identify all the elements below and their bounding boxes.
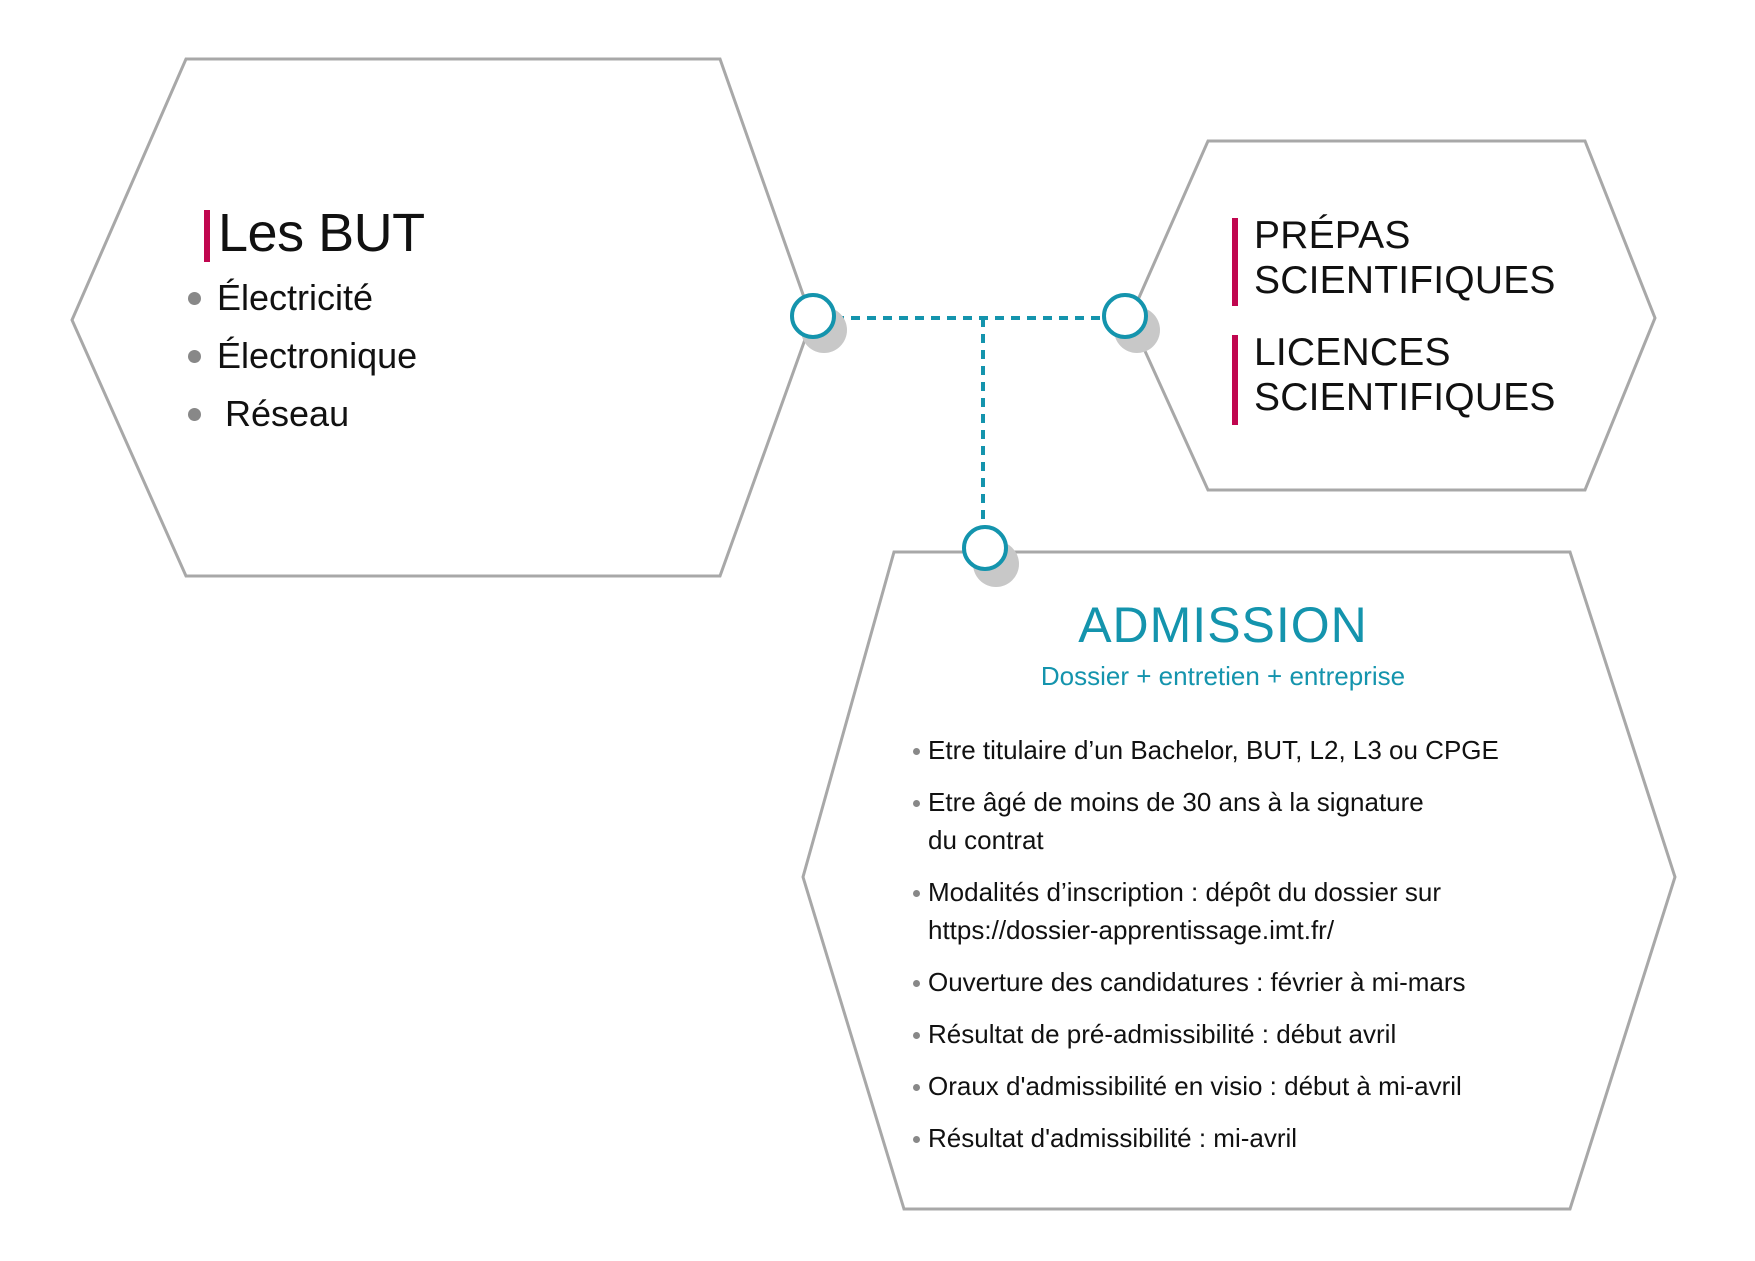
prepas-group: PRÉPAS SCIENTIFIQUES [1232,213,1556,306]
admission-item: Etre âgé de moins de 30 ans à la signatu… [913,783,1499,859]
prepas-line2: SCIENTIFIQUES [1254,259,1556,302]
hexagon-admission [801,550,1677,1211]
bullet-icon [188,407,201,421]
admission-item: Ouverture des candidatures : février à m… [913,963,1499,1001]
bullet-icon [913,890,920,897]
licences-line1: LICENCES [1254,331,1451,374]
accent-bar [1232,218,1238,306]
bullet-icon [188,349,201,363]
bullet-icon [913,800,920,807]
node-bottom [962,525,1008,571]
but-title: Les BUT [218,203,425,263]
bullet-icon [188,291,201,305]
accent-bar [1232,335,1238,425]
but-list: Électricité Électronique Réseau [188,269,417,443]
licences-group: LICENCES SCIENTIFIQUES [1232,330,1556,425]
but-item: Réseau [188,385,417,443]
node-right [1102,293,1148,339]
but-title-block: Les BUT [204,203,425,263]
but-item: Électricité [188,269,417,327]
hexagon-prepas [1128,139,1657,492]
but-item: Électronique [188,327,417,385]
admission-subtitle: Dossier + entretien + entreprise [1040,661,1406,691]
bullet-icon [913,1084,920,1091]
prepas-line1: PRÉPAS [1254,214,1411,257]
admission-item: Modalités d’inscription : dépôt du dossi… [913,873,1499,949]
admission-item: Résultat d'admissibilité : mi-avril [913,1119,1499,1157]
hexagon-but [70,57,814,578]
accent-bar [204,210,210,262]
admission-item: Résultat de pré-admissibilité : début av… [913,1015,1499,1053]
node-left [790,293,836,339]
bullet-icon [913,1032,920,1039]
bullet-icon [913,1136,920,1143]
bullet-icon [913,748,920,755]
admission-list: Etre titulaire d’un Bachelor, BUT, L2, L… [913,731,1499,1171]
admission-title: ADMISSION [1078,597,1368,653]
admission-item: Oraux d'admissibilité en visio : début à… [913,1067,1499,1105]
licences-line2: SCIENTIFIQUES [1254,376,1556,419]
bullet-icon [913,980,920,987]
admission-item: Etre titulaire d’un Bachelor, BUT, L2, L… [913,731,1499,769]
